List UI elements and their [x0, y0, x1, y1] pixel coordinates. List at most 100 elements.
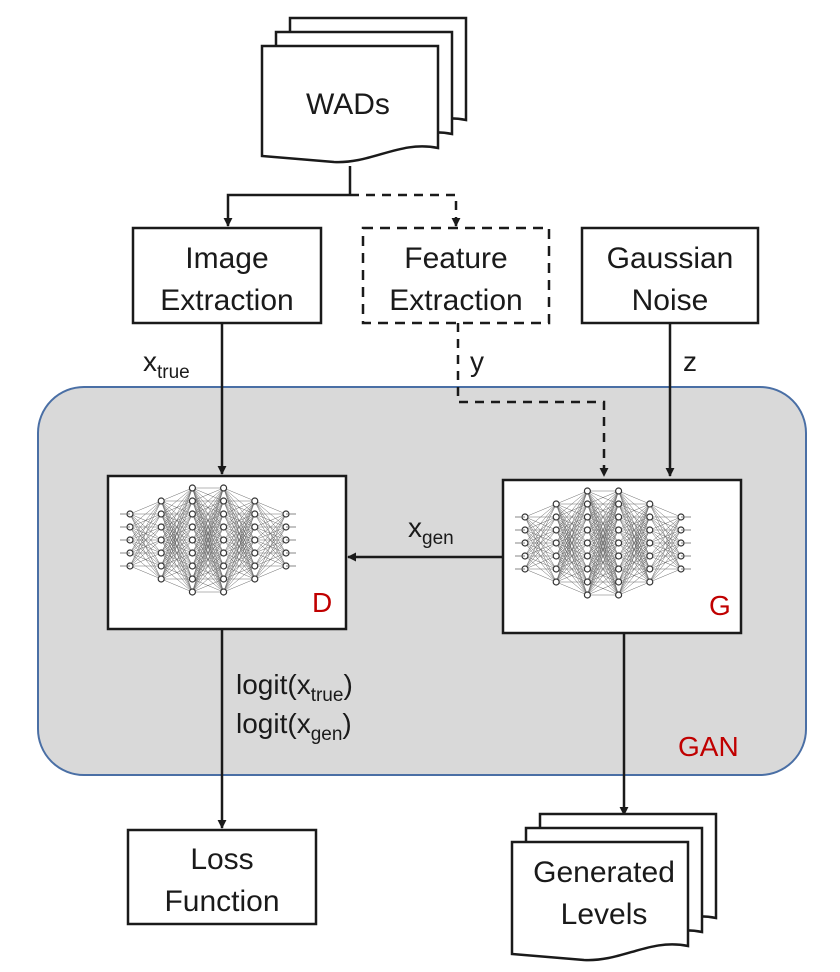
network-connection [555, 516, 588, 583]
wads-label: WADs [306, 88, 390, 121]
network-connection [223, 500, 256, 567]
network-connection [618, 529, 651, 596]
network-connection [587, 555, 619, 596]
network-node [646, 565, 654, 573]
network-node [220, 588, 228, 596]
network-node [157, 510, 165, 518]
network-connection [254, 513, 287, 528]
x-true-label: xtrue [143, 346, 190, 383]
network-connection [192, 513, 224, 593]
network-node [188, 497, 196, 505]
network-connection [556, 490, 588, 531]
network-connection [556, 490, 588, 505]
network-connection [160, 526, 193, 580]
network-node [552, 526, 560, 534]
network-connection [587, 516, 619, 596]
network-node [614, 500, 623, 508]
network-connection [192, 487, 224, 528]
network-connection [649, 516, 682, 544]
network-connection [618, 503, 650, 544]
network-node [646, 552, 654, 560]
network-connection [192, 487, 224, 541]
network-connection [587, 490, 619, 518]
network-connection [129, 526, 162, 567]
loss-function-line1: Loss [190, 843, 253, 876]
network-node [552, 552, 560, 560]
network-connection [129, 500, 162, 515]
network-node [614, 539, 623, 547]
network-connection [587, 490, 619, 557]
network-node [552, 578, 560, 586]
generated-levels-document-stack: Generated Levels [510, 812, 718, 962]
network-connection [223, 500, 256, 580]
network-connection [587, 490, 619, 544]
network-connection [192, 500, 224, 593]
loss-function-line2: Function [164, 885, 279, 918]
network-node [552, 539, 560, 547]
image-extraction-line2: Extraction [160, 284, 293, 317]
network-node [188, 588, 196, 596]
network-connection [587, 542, 619, 596]
logit-true-label: logit(xtrue) [236, 669, 353, 706]
network-connection [129, 500, 162, 567]
network-node [583, 500, 592, 508]
loss-function-box: Loss Function [126, 828, 318, 926]
network-connection [524, 516, 557, 570]
network-connection [555, 490, 588, 557]
network-connection [587, 490, 619, 570]
network-connection [223, 500, 255, 528]
network-connection [192, 578, 224, 593]
network-connection [618, 503, 651, 557]
gaussian-noise-line2: Noise [632, 284, 709, 317]
network-node [220, 497, 228, 505]
network-connection [160, 487, 193, 541]
discriminator-label: D [312, 587, 332, 618]
network-node [251, 523, 259, 531]
network-connection [192, 487, 224, 515]
network-node [552, 500, 560, 508]
network-node [614, 487, 623, 495]
network-node [188, 536, 196, 544]
network-node [614, 591, 623, 599]
logit-gen-label: logit(xgen) [236, 708, 352, 745]
network-connection [556, 555, 588, 583]
network-connection [192, 539, 224, 593]
generator-label: G [709, 590, 731, 621]
network-connection [618, 555, 650, 596]
network-node [646, 578, 654, 586]
network-connection [556, 542, 588, 583]
network-connection [192, 552, 224, 593]
network-connection [161, 487, 193, 502]
network-connection [160, 487, 193, 580]
network-connection [161, 565, 193, 580]
network-connection [192, 565, 224, 593]
network-node [188, 562, 196, 570]
network-connection [618, 581, 650, 596]
feature-extraction-box: Feature Extraction [361, 226, 551, 325]
network-connection [223, 500, 256, 593]
network-node [251, 510, 259, 518]
network-connection [254, 500, 287, 515]
network-connection [160, 500, 193, 580]
network-node [220, 523, 228, 531]
network-connection [254, 539, 287, 580]
network-node [251, 497, 259, 505]
network-node [220, 536, 228, 544]
network-connection [555, 529, 588, 583]
feature-extraction-line1: Feature [404, 242, 507, 275]
network-connection [161, 552, 193, 580]
x-gen-label: xgen [408, 512, 454, 549]
network-connection [254, 552, 287, 580]
network-connection [618, 490, 650, 505]
network-connection [618, 503, 651, 570]
network-connection [555, 503, 588, 583]
network-connection [649, 555, 682, 583]
network-connection [192, 487, 224, 567]
network-connection [223, 513, 256, 593]
network-node [646, 526, 654, 534]
network-node [220, 575, 228, 583]
network-connection [649, 529, 682, 583]
network-connection [254, 513, 287, 580]
